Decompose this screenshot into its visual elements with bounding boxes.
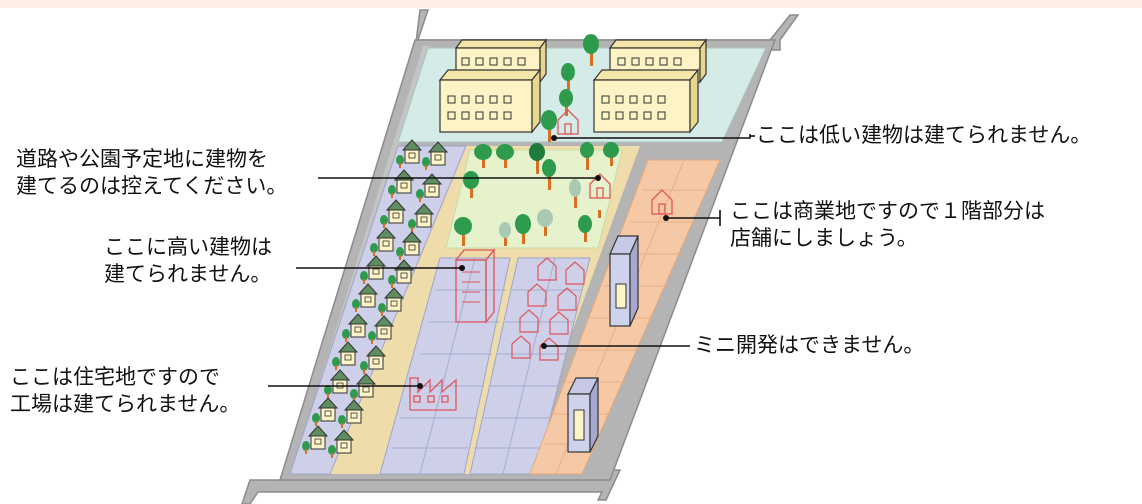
house-icon <box>368 315 395 344</box>
park-zone <box>445 149 623 249</box>
house-icon <box>408 203 435 232</box>
label-commercial: ここは商業地ですので１階部分は 店舗にしましょう。 <box>730 198 1045 252</box>
label-line: ここは住宅地ですので <box>10 365 220 389</box>
label-road-park: 道路や公園予定地に建物を 建てるのは控えてください。 <box>16 146 287 200</box>
label-low-building: ここは低い建物は建てられません。 <box>756 122 1091 149</box>
house-icon <box>342 313 369 342</box>
apartment-building-icon <box>438 68 542 134</box>
small-house-outline-icon <box>651 189 673 215</box>
residential-grid-west <box>379 257 511 475</box>
label-line: ミニ開発はできません。 <box>694 333 925 357</box>
small-house-outline-icon <box>557 109 579 135</box>
office-tower-icon <box>609 235 639 327</box>
label-line: 工場は建てられません。 <box>10 392 241 416</box>
house-icon <box>378 287 405 316</box>
leader-dots <box>417 135 669 389</box>
house-icon <box>302 425 329 454</box>
label-line: 店舗にしましょう。 <box>730 226 918 250</box>
small-house-outline-icon <box>511 257 585 361</box>
house-icon <box>312 397 339 426</box>
house-icon <box>360 345 387 374</box>
factory-outline-icon <box>409 377 457 411</box>
label-line: 建てるのは控えてください。 <box>16 174 288 198</box>
house-icon <box>396 231 423 260</box>
house-icon <box>416 173 443 202</box>
label-mini-development: ミニ開発はできません。 <box>694 332 924 359</box>
leader-lines <box>268 134 755 387</box>
label-residential: ここは住宅地ですので 工場は建てられません。 <box>10 364 240 418</box>
house-icon <box>422 141 449 170</box>
tall-building-outline-icon <box>454 248 496 324</box>
houses <box>302 139 449 458</box>
label-high-building: ここに高い建物は 建てられません。 <box>104 234 272 288</box>
office-tower-icon <box>567 377 599 453</box>
label-line: ここは商業地ですので１階部分は <box>730 199 1045 223</box>
tree-icon <box>541 34 599 142</box>
house-icon <box>332 341 359 370</box>
tree-icon <box>454 142 619 246</box>
house-icon <box>338 399 365 428</box>
house-icon <box>396 139 423 168</box>
house-icon <box>328 429 355 458</box>
label-line: ここに高い建物は <box>104 235 272 259</box>
label-line: 建てられません。 <box>104 262 272 286</box>
top-band <box>0 0 1142 8</box>
label-line: ここは低い建物は建てられません。 <box>756 123 1092 147</box>
apartment-building-icon <box>592 68 700 134</box>
label-line: 道路や公園予定地に建物を <box>16 147 268 171</box>
house-icon <box>352 283 379 312</box>
house-icon <box>380 199 407 228</box>
house-icon <box>370 227 397 256</box>
house-icon <box>360 255 387 284</box>
house-icon <box>350 373 377 402</box>
